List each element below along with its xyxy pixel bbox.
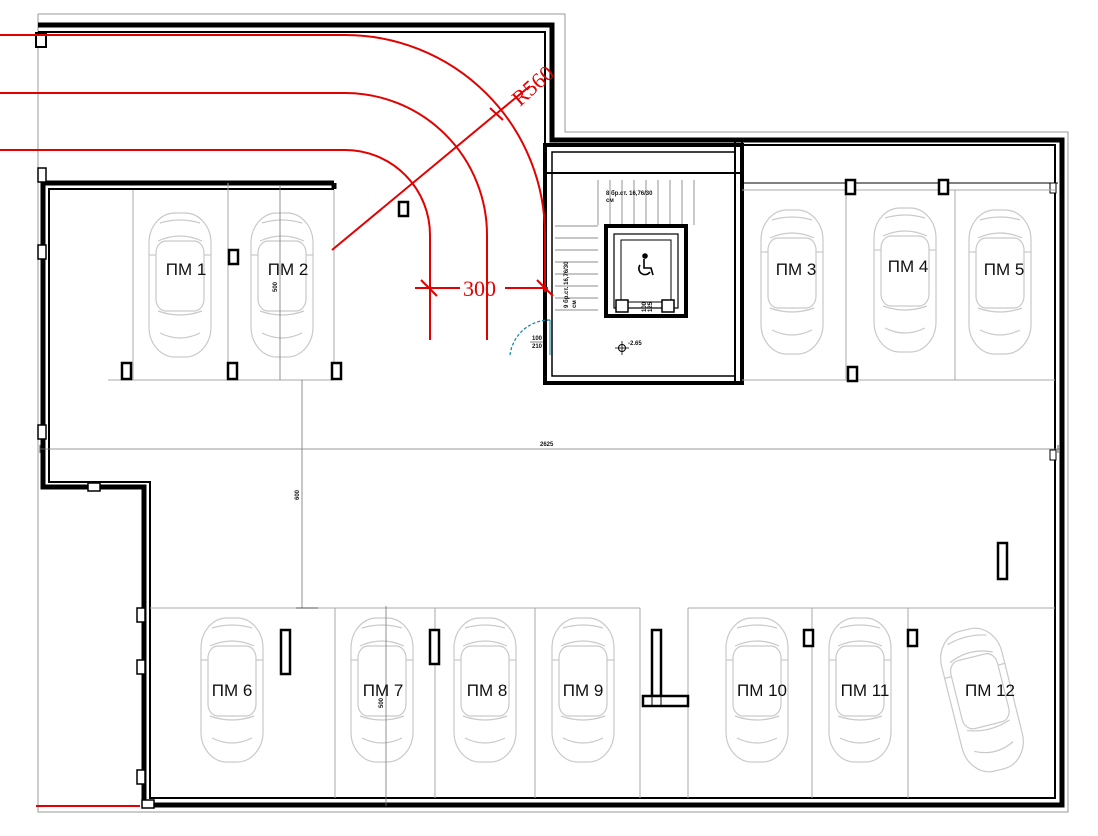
- bay-depth-top-text: 500: [273, 281, 279, 292]
- parking-labels: ПМ 1 ПМ 2 ПМ 3 ПМ 4 ПМ 5 ПМ 6 ПМ 7 ПМ 8 …: [166, 257, 1025, 700]
- car-pm2: [250, 212, 314, 358]
- label-pm7: ПМ 7: [363, 681, 404, 700]
- door-height-text: 210: [532, 344, 543, 350]
- lift-shaft: [604, 224, 688, 318]
- lift-dim-2: 125: [648, 301, 654, 312]
- label-pm9: ПМ 9: [563, 681, 604, 700]
- total-width-text: 2625: [540, 442, 554, 448]
- wheelchair-icon: [638, 253, 654, 276]
- walls: [38, 22, 1065, 808]
- label-pm10: ПМ 10: [737, 681, 787, 700]
- label-pm2: ПМ 2: [268, 260, 309, 279]
- stair-side-text-2: см: [572, 300, 578, 308]
- outer-boundary: [37, 13, 1069, 813]
- label-pm8: ПМ 8: [467, 681, 508, 700]
- stair-treads-side: [555, 225, 598, 311]
- columns: [120, 178, 1009, 708]
- lift-dim-1: 100: [642, 301, 648, 312]
- label-pm4: ПМ 4: [888, 257, 929, 276]
- dimensions: 2625 600 500 500: [39, 186, 1060, 806]
- label-pm3: ПМ 3: [776, 260, 817, 279]
- stair-top-text-1: 8 бр.ст. 16,76/30: [606, 190, 653, 197]
- label-pm6: ПМ 6: [212, 681, 253, 700]
- door-width-text: 100: [532, 336, 543, 342]
- car-pm5: [968, 209, 1032, 355]
- label-pm1: ПМ 1: [166, 260, 207, 279]
- door: 100 210: [509, 319, 551, 356]
- car-pm12: [933, 622, 1031, 778]
- level-mark-text: -2.65: [628, 341, 642, 347]
- stair-top-text-2: см: [606, 198, 614, 204]
- car-pm1: [148, 212, 212, 358]
- bay-outlines: [108, 183, 1055, 798]
- label-pm11: ПМ 11: [841, 681, 890, 700]
- car-pm3: [760, 209, 824, 355]
- label-pm5: ПМ 5: [984, 260, 1025, 279]
- aisle-width-label: 300: [463, 276, 496, 301]
- partitions: [35, 32, 1058, 809]
- car-pm4: [873, 207, 937, 353]
- level-marker-icon: -2.65: [615, 341, 642, 355]
- stair-side-text-1: 9 бр.ст. 16,76/30: [563, 261, 570, 308]
- aisle-depth-text: 600: [295, 489, 301, 500]
- bay-depth-bottom-text: 500: [379, 697, 385, 708]
- stair-treads-top: [597, 180, 695, 225]
- label-pm12: ПМ 12: [965, 681, 1015, 700]
